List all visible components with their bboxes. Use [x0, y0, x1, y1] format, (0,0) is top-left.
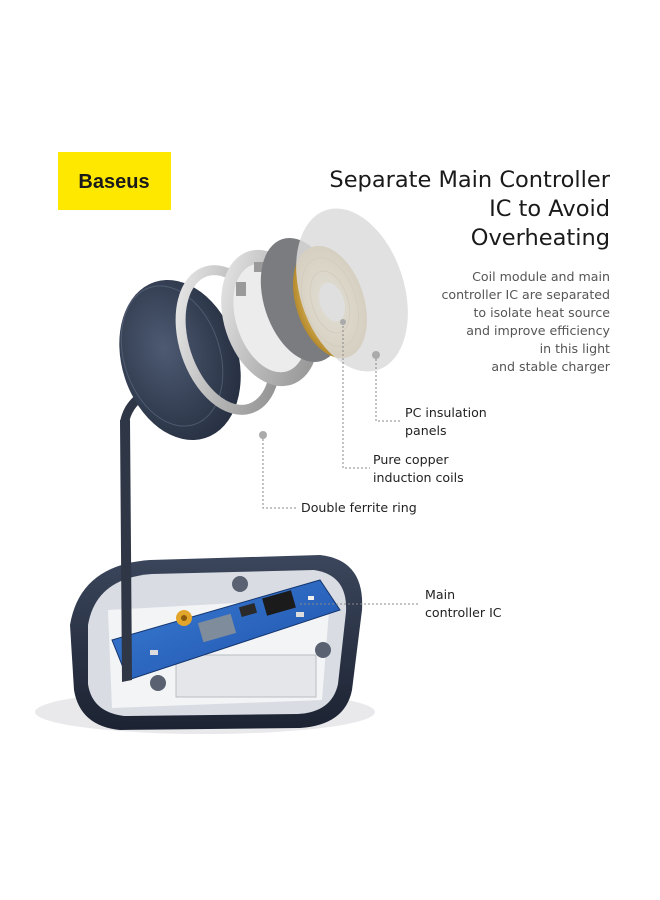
screw-hole — [315, 642, 331, 658]
callout-line: Main — [425, 587, 456, 602]
description: Coil module and main controller IC are s… — [380, 268, 610, 376]
callout-line: controller IC — [425, 605, 502, 620]
callout-line: Double ferrite ring — [301, 500, 417, 515]
headline-line: IC to Avoid — [489, 196, 610, 222]
callout-pc-insulation: PC insulation panels — [405, 404, 487, 440]
callout-line: PC insulation — [405, 405, 487, 420]
screw-hole — [150, 675, 166, 691]
headline-line: Separate Main Controller — [329, 167, 610, 193]
main-controller-pcb — [111, 579, 341, 681]
callout-line: induction coils — [373, 470, 464, 485]
brand-logo: Baseus — [58, 152, 171, 210]
description-line: to isolate heat source — [473, 305, 610, 320]
description-line: in this light — [539, 341, 610, 356]
headline: Separate Main Controller IC to Avoid Ove… — [280, 166, 610, 253]
callout-main-controller: Main controller IC — [425, 586, 502, 622]
brand-logo-text: Baseus — [78, 171, 149, 193]
pc-insulation-panel — [296, 208, 408, 372]
callout-line: Pure copper — [373, 452, 449, 467]
callout-ferrite-ring: Double ferrite ring — [301, 499, 417, 517]
callout-lines — [262, 322, 420, 605]
description-line: Coil module and main — [472, 269, 610, 284]
description-line: and improve efficiency — [466, 323, 610, 338]
headline-line: Overheating — [470, 225, 610, 251]
description-line: controller IC are separated — [441, 287, 610, 302]
callout-copper-coils: Pure copper induction coils — [373, 451, 464, 487]
description-line: and stable charger — [491, 359, 610, 374]
callout-line: panels — [405, 423, 447, 438]
screw-hole — [232, 576, 248, 592]
